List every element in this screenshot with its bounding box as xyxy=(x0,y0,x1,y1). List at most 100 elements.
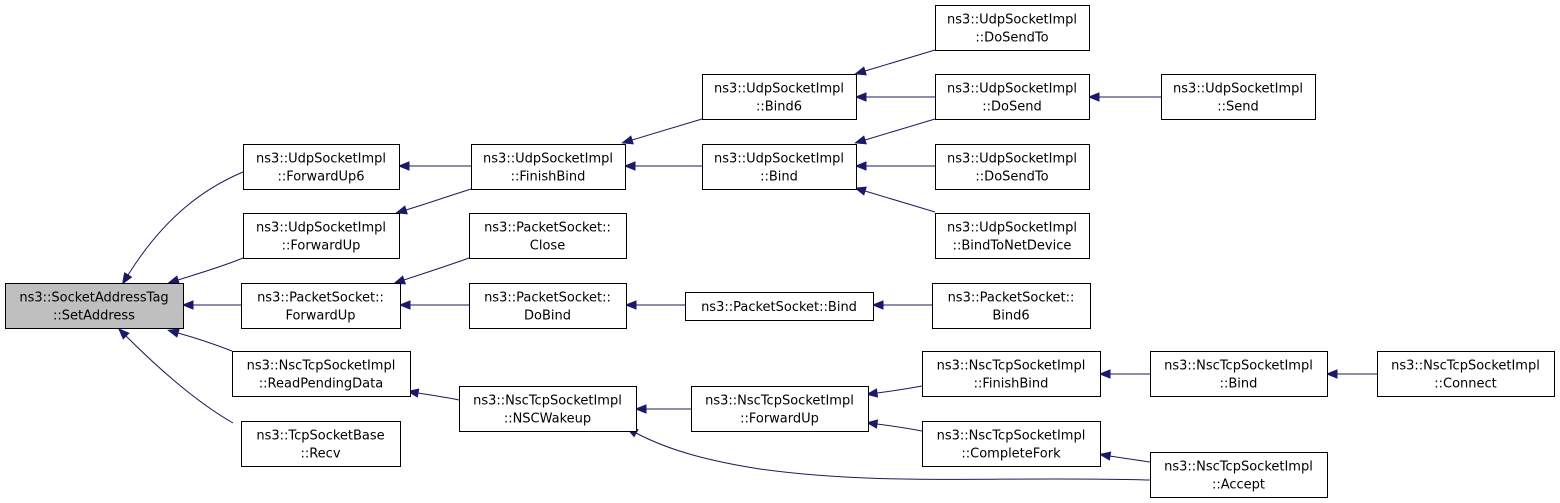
node-udp-send[interactable]: ns3::UdpSocketImpl::Send xyxy=(1161,74,1316,120)
arrowhead xyxy=(623,161,636,171)
edge-nsc_bind-to-nsc_finishbind xyxy=(1098,369,1150,379)
node-nsc-forwardup[interactable]: ns3::NscTcpSocketImpl::ForwardUp xyxy=(691,386,869,432)
edge-line xyxy=(876,385,923,394)
node-label-line: ::ReadPendingData xyxy=(259,377,383,392)
node-udp-forwardup6[interactable]: ns3::UdpSocketImpl::ForwardUp6 xyxy=(243,144,400,190)
node-udp-dosendto-b[interactable]: ns3::UdpSocketImpl::DoSendTo xyxy=(935,144,1090,190)
node-label-line: ::DoSendTo xyxy=(975,31,1048,46)
node-label-line: ns3::UdpSocketImpl xyxy=(256,152,386,167)
node-label-line: ::Recv xyxy=(300,447,340,462)
node-tcp-recv[interactable]: ns3::TcpSocketBase::Recv xyxy=(241,421,401,467)
arrowhead xyxy=(181,300,194,310)
node-label-line: ns3::PacketSocket:: xyxy=(484,291,611,306)
node-udp-bind[interactable]: ns3::UdpSocketImpl::Bind xyxy=(702,144,857,190)
node-label-line: ns3::UdpSocketImpl xyxy=(714,152,844,167)
node-label-line: ns3::NscTcpSocketImpl xyxy=(473,394,622,409)
arrowhead xyxy=(393,275,407,285)
node-label-line: ::ForwardUp6 xyxy=(277,170,364,185)
node-label-line: ns3::NscTcpSocketImpl xyxy=(937,359,1086,374)
edge-udp_dosend-to-udp_bind6 xyxy=(854,92,935,102)
node-label-line: ::Bind6 xyxy=(756,100,802,115)
arrowhead xyxy=(854,186,867,196)
node-label-line: ns3::NscTcpSocketImpl xyxy=(1391,359,1540,374)
edge-nsc_accept-to-nsc_completefork xyxy=(1098,451,1151,463)
edge-nsc_completefork-to-nsc_forwardup xyxy=(865,419,923,432)
node-box xyxy=(1150,452,1328,498)
node-root[interactable]: ns3::SocketAddressTag::SetAddress xyxy=(5,283,184,329)
node-box xyxy=(471,144,626,190)
node-udp-finishbind[interactable]: ns3::UdpSocketImpl::FinishBind xyxy=(471,144,626,190)
edge-line xyxy=(127,171,244,276)
arrowhead xyxy=(397,161,410,171)
node-udp-bindtonetdevice[interactable]: ns3::UdpSocketImpl::BindToNetDevice xyxy=(935,213,1090,259)
node-box xyxy=(702,74,857,120)
node-box xyxy=(243,144,400,190)
node-udp-bind6[interactable]: ns3::UdpSocketImpl::Bind6 xyxy=(702,74,857,120)
edge-nsc_readpending-to-root xyxy=(167,328,233,352)
node-label-line: ns3::NscTcpSocketImpl xyxy=(1164,359,1313,374)
node-box xyxy=(922,351,1101,397)
node-label-line: ::FinishBind xyxy=(974,377,1049,392)
edge-pkt_dobind-to-pkt_forwardup xyxy=(398,300,469,310)
edge-pkt_bind-to-pkt_dobind xyxy=(624,300,685,310)
node-pkt-bind6[interactable]: ns3::PacketSocket::Bind6 xyxy=(932,283,1091,329)
node-label-line: ns3::UdpSocketImpl xyxy=(947,13,1077,28)
node-label-line: ::Bind xyxy=(760,170,798,185)
node-box xyxy=(691,386,869,432)
node-label-line: ns3::UdpSocketImpl xyxy=(714,82,844,97)
edge-nsc_wakeup-to-nsc_readpending xyxy=(406,388,460,401)
node-udp-forwardup[interactable]: ns3::UdpSocketImpl::ForwardUp xyxy=(243,213,400,259)
node-nsc-accept[interactable]: ns3::NscTcpSocketImpl::Accept xyxy=(1150,452,1328,498)
node-box xyxy=(935,5,1090,51)
node-box xyxy=(1150,351,1328,397)
node-label-line: ns3::UdpSocketImpl xyxy=(947,221,1077,236)
node-nsc-connect[interactable]: ns3::NscTcpSocketImpl::Connect xyxy=(1377,351,1555,397)
arrowhead xyxy=(1098,369,1111,379)
node-label-line: ::Send xyxy=(1217,100,1259,115)
arrowhead xyxy=(398,300,411,310)
edge-udp_dosendto_a-to-udp_bind6 xyxy=(854,49,936,76)
edge-nsc_finishbind-to-nsc_forwardup xyxy=(865,385,923,398)
node-box xyxy=(702,144,857,190)
node-pkt-close[interactable]: ns3::PacketSocket::Close xyxy=(469,213,627,259)
node-udp-dosendto-a[interactable]: ns3::UdpSocketImpl::DoSendTo xyxy=(935,5,1090,51)
node-label-line: ::Connect xyxy=(1434,377,1497,392)
node-label-line: ns3::NscTcpSocketImpl xyxy=(247,359,396,374)
node-label-line: ns3::PacketSocket:: xyxy=(257,291,384,306)
arrowhead xyxy=(167,328,180,338)
node-box xyxy=(935,213,1090,259)
node-nsc-completefork[interactable]: ns3::NscTcpSocketImpl::CompleteFork xyxy=(922,421,1101,467)
edge-udp_dosend-to-udp_bind xyxy=(854,118,936,145)
node-udp-dosend[interactable]: ns3::UdpSocketImpl::DoSend xyxy=(935,74,1090,120)
edge-line xyxy=(177,257,244,281)
edge-line xyxy=(403,257,470,281)
edge-pkt_bind6-to-pkt_bind xyxy=(871,300,932,310)
node-nsc-readpending[interactable]: ns3::NscTcpSocketImpl::ReadPendingData xyxy=(232,351,411,397)
node-pkt-bind[interactable]: ns3::PacketSocket::Bind xyxy=(685,292,874,321)
arrowhead xyxy=(865,419,879,429)
node-nsc-bind[interactable]: ns3::NscTcpSocketImpl::Bind xyxy=(1150,351,1328,397)
edge-line xyxy=(405,188,472,211)
edge-udp_finishbind-to-udp_forwardup6 xyxy=(397,161,471,171)
node-box xyxy=(5,283,184,329)
edge-line xyxy=(631,118,703,141)
node-label-line: ::NSCWakeup xyxy=(504,412,591,427)
edge-line xyxy=(635,432,1151,481)
node-box xyxy=(241,283,401,329)
node-pkt-dobind[interactable]: ns3::PacketSocket::DoBind xyxy=(469,283,627,329)
node-box xyxy=(469,283,627,329)
node-label-line: ::DoSendTo xyxy=(975,170,1048,185)
edge-line xyxy=(125,335,234,424)
node-nsc-finishbind[interactable]: ns3::NscTcpSocketImpl::FinishBind xyxy=(922,351,1101,397)
node-label-line: ns3::NscTcpSocketImpl xyxy=(705,394,854,409)
node-pkt-forwardup[interactable]: ns3::PacketSocket::ForwardUp xyxy=(241,283,401,329)
node-label-line: ns3::UdpSocketImpl xyxy=(1173,82,1303,97)
node-label-line: ForwardUp xyxy=(285,309,355,324)
node-nsc-wakeup[interactable]: ns3::NscTcpSocketImpl::NSCWakeup xyxy=(459,386,637,432)
arrowhead xyxy=(854,92,867,102)
arrowhead xyxy=(854,66,867,76)
edge-udp_dosendto_b-to-udp_bind xyxy=(854,161,935,171)
node-box xyxy=(1161,74,1316,120)
node-label-line: Bind6 xyxy=(992,309,1029,324)
